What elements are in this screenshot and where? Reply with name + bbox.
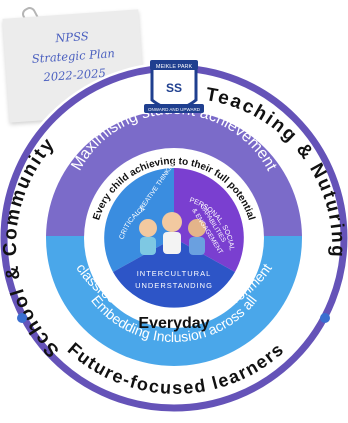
inner-left-segment [104, 168, 174, 272]
school-badge: MEIKLE PARK SS ONWARD AND UPWARD [144, 60, 204, 113]
badge-bottom-text: ONWARD AND UPWARD [148, 107, 201, 112]
inner-bottom-text-1: INTERCULTURAL [137, 269, 212, 278]
children-illustration [139, 212, 206, 255]
badge-banner-top [150, 60, 198, 70]
everyday-text: Everyday [138, 315, 209, 332]
inner-bottom-segment [113, 238, 235, 308]
badge-banner-bottom [144, 104, 204, 113]
inner-bottom-text-2: UNDERSTANDING [135, 281, 213, 290]
left-dot [17, 313, 27, 323]
right-dot [320, 313, 330, 323]
badge-top-text: MEIKLE PARK [156, 64, 193, 70]
badge-initials: SS [166, 81, 182, 95]
